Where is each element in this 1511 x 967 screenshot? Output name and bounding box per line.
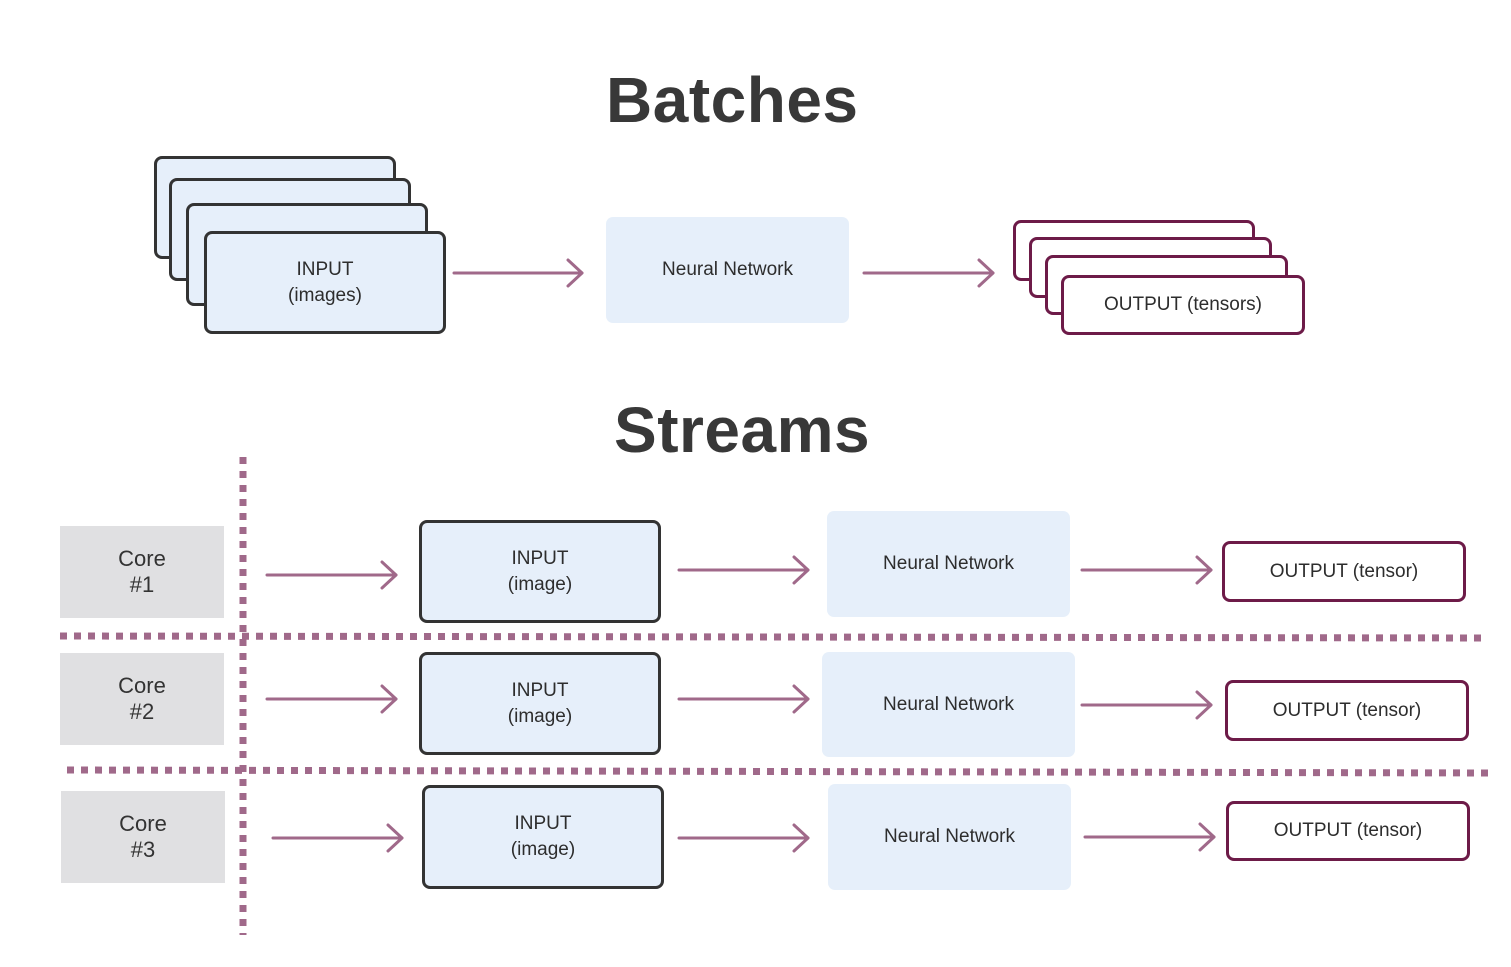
batches-title: Batches: [606, 64, 859, 136]
core-2-label-box: Core #2: [60, 653, 224, 745]
stream-3-input-label: INPUT (image): [510, 813, 576, 860]
stream-3-neural-network-label: Neural Network: [884, 826, 1015, 847]
stream-1-neural-network-box: Neural Network: [827, 511, 1070, 617]
row-divider-1: [59, 632, 1486, 642]
stream-2-input-label: INPUT (image): [507, 679, 573, 727]
stream-3-neural-network-box: Neural Network: [828, 784, 1071, 890]
batch-arrow-network-to-output: [862, 258, 995, 288]
stream-2-output-box: OUTPUT (tensor): [1225, 680, 1469, 741]
batch-neural-network-label: Neural Network: [662, 259, 793, 280]
core-3-label-box: Core #3: [61, 791, 225, 883]
stream-2-arrow-core-to-input: [265, 684, 398, 714]
core-3-label: Core #3: [119, 811, 167, 862]
stream-3-output-label: OUTPUT (tensor): [1273, 820, 1423, 841]
core-1-label-box: Core #1: [60, 526, 224, 618]
stream-1-arrow-core-to-input: [265, 560, 398, 590]
stream-1-output-box: OUTPUT (tensor): [1222, 541, 1466, 602]
stream-2-arrow-network-to-output: [1080, 690, 1213, 720]
stream-3-arrow-network-to-output: [1083, 822, 1216, 852]
stream-1-arrow-network-to-output: [1080, 555, 1213, 585]
batch-output-label: OUTPUT (tensors): [1103, 294, 1262, 315]
batch-input-label: INPUT (images): [288, 258, 362, 306]
stream-2-input-box: INPUT (image): [419, 652, 661, 755]
stream-1-neural-network-label: Neural Network: [883, 553, 1014, 574]
batch-input-box: INPUT (images): [204, 231, 446, 334]
core-2-label: Core #2: [118, 673, 166, 724]
stream-3-output-box: OUTPUT (tensor): [1226, 801, 1470, 861]
stream-1-arrow-input-to-network: [677, 555, 810, 585]
batch-arrow-input-to-network: [452, 258, 584, 288]
core-1-label: Core #1: [118, 546, 166, 597]
batch-output-box: OUTPUT (tensors): [1061, 275, 1305, 335]
stream-2-neural-network-box: Neural Network: [822, 652, 1075, 757]
stream-2-arrow-input-to-network: [677, 684, 810, 714]
stream-3-arrow-input-to-network: [677, 823, 810, 853]
stream-3-arrow-core-to-input: [271, 823, 404, 853]
stream-2-output-label: OUTPUT (tensor): [1272, 699, 1422, 721]
stream-3-input-box: INPUT (image): [422, 785, 664, 889]
stream-1-input-box: INPUT (image): [419, 520, 661, 623]
stream-1-input-label: INPUT (image): [507, 547, 573, 595]
streams-title: Streams: [614, 394, 871, 466]
stream-2-neural-network-label: Neural Network: [883, 693, 1014, 715]
stream-1-output-label: OUTPUT (tensor): [1269, 560, 1419, 582]
batch-neural-network-box: Neural Network: [606, 217, 849, 323]
row-divider-2: [66, 766, 1493, 777]
